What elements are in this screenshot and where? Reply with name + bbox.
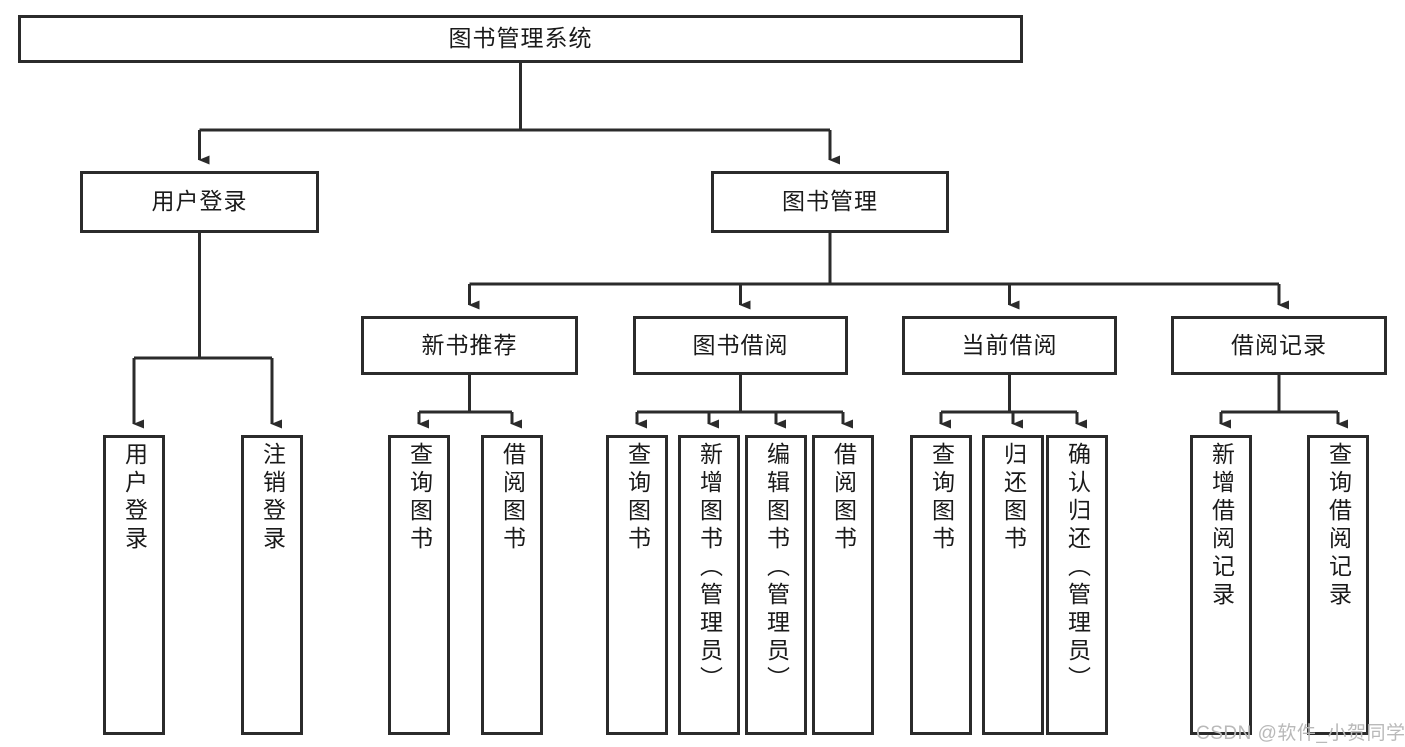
node-label: 图书管理系统 — [448, 25, 593, 52]
leaf-current-query-books[interactable]: 查询图书 — [910, 435, 972, 735]
node-book-management[interactable]: 图书管理 — [711, 171, 949, 233]
node-label: 新书推荐 — [421, 331, 518, 358]
node-user-login[interactable]: 用户登录 — [80, 171, 319, 233]
node-label: 查询图书 — [406, 442, 433, 554]
leaf-borrow-query-books[interactable]: 查询图书 — [606, 435, 668, 735]
leaf-borrow-edit-book-admin[interactable]: 编辑图书（管理员） — [745, 435, 807, 735]
csdn-watermark: CSDN @软件_小贺同学 — [1196, 723, 1405, 744]
leaf-newbook-borrow-books[interactable]: 借阅图书 — [481, 435, 543, 735]
node-label: 确认归还（管理员） — [1064, 442, 1091, 694]
node-borrowing-records[interactable]: 借阅记录 — [1171, 316, 1387, 375]
node-label: 新增图书（管理员） — [696, 442, 723, 694]
node-label: 新增借阅记录 — [1208, 442, 1235, 610]
node-label: 查询图书 — [928, 442, 955, 554]
node-book-management-system[interactable]: 图书管理系统 — [18, 15, 1023, 63]
leaf-newbook-query-books[interactable]: 查询图书 — [388, 435, 450, 735]
node-label: 查询图书 — [624, 442, 651, 554]
node-label: 用户登录 — [151, 188, 248, 215]
node-label: 归还图书 — [1000, 442, 1027, 554]
leaf-history-add-record[interactable]: 新增借阅记录 — [1190, 435, 1252, 735]
leaf-borrow-add-book-admin[interactable]: 新增图书（管理员） — [678, 435, 740, 735]
node-label: 图书借阅 — [692, 331, 789, 358]
node-book-borrowing[interactable]: 图书借阅 — [633, 316, 848, 375]
node-label: 借阅图书 — [499, 442, 526, 554]
node-label: 编辑图书（管理员） — [763, 442, 790, 694]
node-label: 注销登录 — [259, 442, 286, 554]
node-label: 借阅记录 — [1231, 331, 1327, 358]
node-label: 用户登录 — [121, 442, 148, 554]
leaf-borrow-borrow-books[interactable]: 借阅图书 — [812, 435, 874, 735]
leaf-user-login[interactable]: 用户登录 — [103, 435, 165, 735]
leaf-current-return-books[interactable]: 归还图书 — [982, 435, 1044, 735]
node-label: 查询借阅记录 — [1325, 442, 1352, 610]
leaf-user-logout[interactable]: 注销登录 — [241, 435, 303, 735]
leaf-current-confirm-return-admin[interactable]: 确认归还（管理员） — [1046, 435, 1108, 735]
node-new-book-recommendation[interactable]: 新书推荐 — [361, 316, 578, 375]
node-label: 当前借阅 — [961, 331, 1058, 358]
leaf-history-query-record[interactable]: 查询借阅记录 — [1307, 435, 1369, 735]
node-label: 借阅图书 — [830, 442, 857, 554]
node-current-borrowing[interactable]: 当前借阅 — [902, 316, 1117, 375]
node-label: 图书管理 — [782, 188, 878, 215]
